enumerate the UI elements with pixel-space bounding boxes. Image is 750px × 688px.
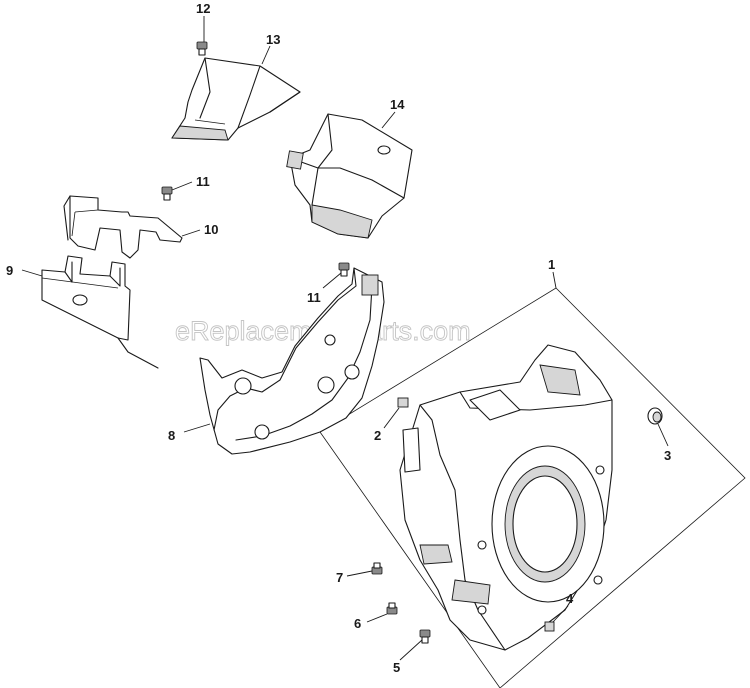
callout-3: 3	[664, 448, 671, 463]
callout-12: 12	[196, 1, 210, 16]
callout-13: 13	[266, 32, 280, 47]
part-11-bolt-upper[interactable]	[161, 186, 173, 201]
part-6-screw[interactable]	[386, 602, 398, 615]
callout-14: 14	[390, 97, 405, 112]
part-12-bolt[interactable]	[196, 41, 208, 56]
part-11-bolt-lower[interactable]	[338, 262, 350, 277]
callout-8: 8	[168, 428, 175, 443]
leader-lines	[21, 16, 669, 661]
part-10-bracket[interactable]	[63, 195, 183, 259]
callout-5: 5	[393, 660, 400, 675]
callout-11-lower: 11	[307, 290, 321, 305]
part-2-clip[interactable]	[397, 397, 409, 408]
part-1-blower-housing[interactable]	[399, 344, 613, 651]
part-3-plug[interactable]	[647, 407, 663, 425]
callout-1: 1	[548, 257, 555, 272]
part-8-bracket[interactable]	[199, 267, 385, 455]
callout-9: 9	[6, 263, 13, 278]
part-9-baffle[interactable]	[41, 255, 159, 369]
callout-4: 4	[566, 591, 574, 606]
part-7-screw[interactable]	[371, 562, 383, 575]
assembly-frame-part-1	[319, 287, 746, 688]
callout-7: 7	[336, 570, 343, 585]
callout-2: 2	[374, 428, 381, 443]
part-5-screw[interactable]	[419, 629, 431, 644]
part-4-nut[interactable]	[544, 621, 555, 632]
callout-10: 10	[204, 222, 218, 237]
callout-11-upper: 11	[196, 174, 210, 189]
part-13-upper-shroud[interactable]	[171, 57, 301, 141]
callout-6: 6	[354, 616, 361, 631]
part-14-shroud[interactable]	[286, 113, 413, 239]
